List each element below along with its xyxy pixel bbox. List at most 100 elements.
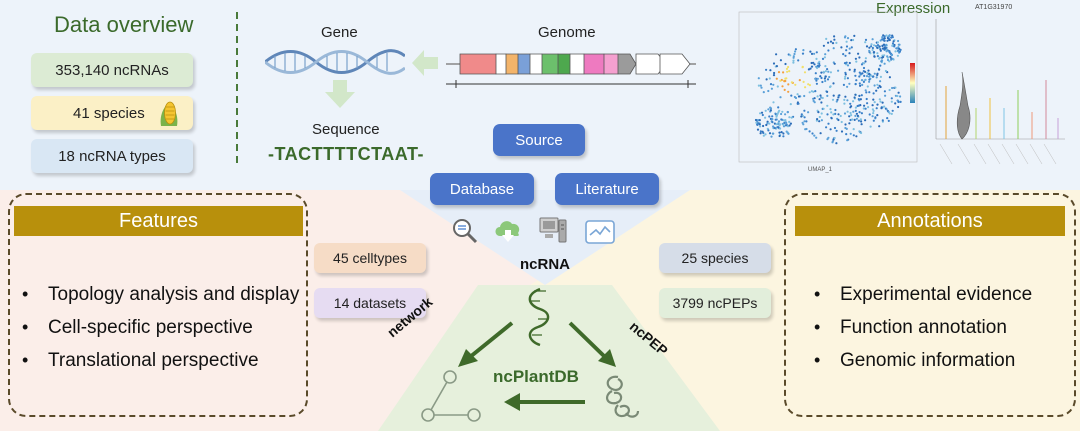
stat-types: 18 ncRNA types [31, 139, 193, 173]
umap-point [842, 83, 845, 86]
umap-point [870, 45, 873, 48]
umap-point [878, 98, 881, 101]
umap-point [759, 132, 762, 135]
umap-point [759, 125, 762, 128]
umap-point [853, 118, 856, 121]
annotations-item: •Function annotation [814, 316, 1007, 338]
umap-point [767, 108, 770, 111]
umap-point [793, 52, 796, 56]
umap-point [883, 62, 886, 65]
source-button[interactable]: Source [493, 124, 585, 156]
umap-point [890, 112, 893, 115]
server-icon [539, 217, 567, 243]
umap-point [891, 109, 894, 112]
umap-point [760, 111, 764, 114]
annotations-item: •Experimental evidence [814, 283, 1033, 305]
umap-point [843, 98, 846, 101]
umap-point [846, 37, 850, 40]
umap-point [865, 45, 869, 48]
umap-point [820, 119, 823, 122]
umap-point [898, 50, 901, 53]
umap-point [854, 93, 857, 96]
umap-point [823, 56, 826, 59]
umap-point [824, 70, 827, 73]
umap-point [774, 118, 777, 121]
umap-point [777, 106, 780, 109]
umap-point [777, 120, 781, 123]
umap-point [858, 82, 861, 85]
umap-point [899, 100, 902, 103]
umap-point [817, 65, 820, 68]
umap-point [825, 37, 828, 40]
umap-point [775, 114, 778, 117]
umap-point [818, 120, 821, 123]
umap-point [874, 44, 878, 48]
umap-point [864, 107, 867, 110]
umap-point [848, 122, 851, 125]
cloud-download-icon [495, 221, 520, 242]
umap-point [793, 95, 796, 99]
umap-point [790, 94, 793, 97]
umap-point [846, 99, 849, 102]
umap-point [813, 63, 816, 66]
stat-ncrnas: 353,140 ncRNAs [31, 53, 193, 87]
umap-point [755, 121, 758, 124]
umap-point [815, 136, 818, 139]
umap-point [778, 134, 781, 138]
umap-point [876, 83, 879, 86]
umap-point [881, 36, 884, 39]
magnifier-icon [453, 219, 478, 244]
umap-point [860, 72, 863, 75]
umap-point [818, 115, 821, 119]
features-item: •Translational perspective [22, 349, 259, 371]
umap-point [853, 34, 856, 37]
umap-point [853, 96, 856, 99]
umap-point [875, 107, 878, 110]
umap-point [864, 70, 867, 73]
umap-point [849, 106, 852, 109]
umap-point [775, 123, 778, 126]
umap-point [835, 129, 838, 132]
umap-point [864, 38, 868, 41]
umap-point [831, 42, 835, 45]
umap-point [857, 52, 860, 55]
umap-point [866, 102, 869, 105]
literature-button[interactable]: Literature [555, 173, 659, 205]
umap-point [803, 109, 806, 112]
umap-point [876, 41, 880, 44]
umap-point [864, 89, 867, 92]
umap-point [846, 110, 849, 113]
umap-point [835, 142, 838, 145]
umap-point [803, 116, 806, 119]
umap-point [826, 104, 829, 107]
umap-point [765, 78, 768, 81]
corn-icon [160, 101, 178, 126]
umap-point [826, 78, 830, 81]
umap-point [859, 84, 862, 87]
umap-point [845, 61, 848, 64]
umap-point [868, 49, 871, 53]
umap-point [883, 37, 886, 40]
umap-point [817, 111, 820, 114]
umap-point [864, 41, 867, 44]
umap-point [822, 107, 825, 110]
ncrna-label: ncRNA [520, 256, 571, 273]
umap-point [882, 55, 885, 59]
umap-point [849, 118, 852, 122]
umap-point [810, 52, 814, 56]
umap-point [852, 128, 855, 131]
umap-point [833, 136, 836, 140]
database-button[interactable]: Database [430, 173, 534, 205]
umap-point [823, 77, 826, 80]
umap-point [897, 46, 900, 49]
umap-point [871, 75, 874, 78]
umap-point [854, 109, 857, 112]
features-item: •Topology analysis and display [22, 283, 300, 305]
umap-point [854, 106, 857, 109]
umap-point [827, 136, 830, 139]
umap-point [814, 77, 817, 80]
umap-point [807, 83, 810, 86]
umap-point [765, 123, 768, 127]
umap-point [830, 117, 833, 120]
